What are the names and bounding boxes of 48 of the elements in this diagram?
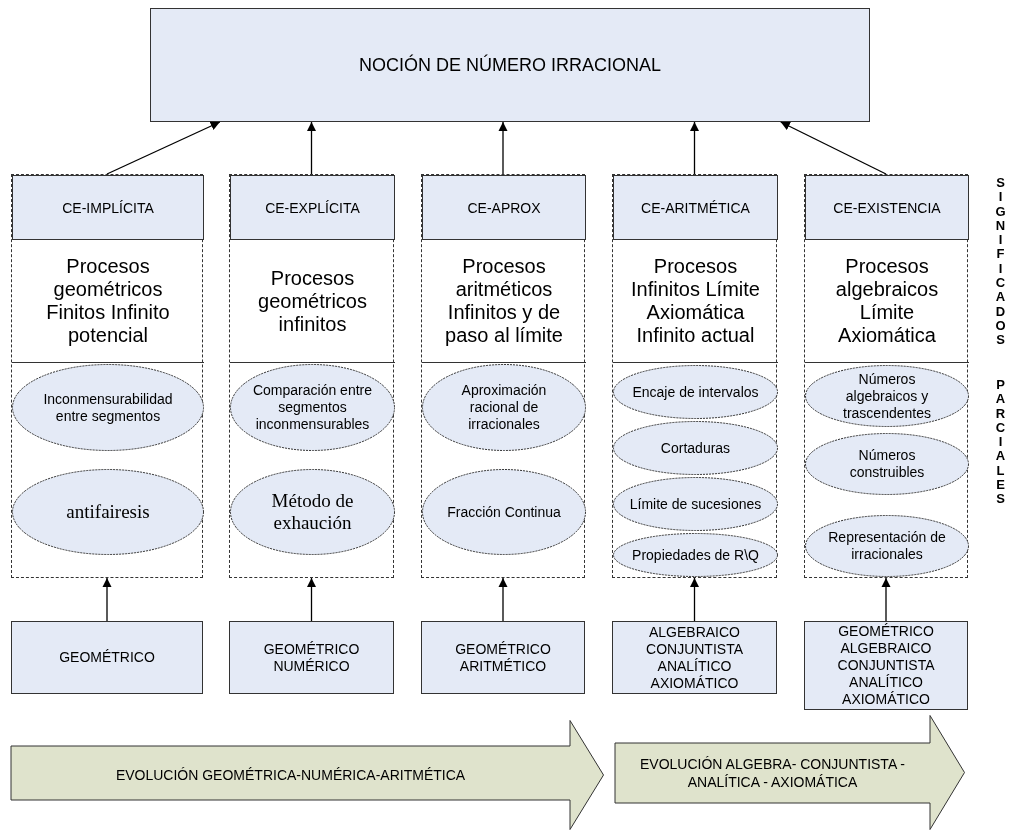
vertical-label: PARCIALES (995, 378, 1007, 507)
arrow (498, 577, 508, 622)
ellipse-node: Fracción Continua (422, 469, 586, 555)
text-band: Procesos geométricos infinitos (230, 240, 395, 363)
ellipse-node: antifairesis (12, 469, 204, 555)
text-band: Procesos Infinitos Límite Axiomática Infinito actual (613, 240, 778, 363)
ellipse-node: Límite de sucesiones (613, 477, 778, 531)
text-band: Procesos aritméticos Infinitos y de paso al límite (422, 240, 586, 363)
ellipse-node: Aproximación racional de irracionales (422, 364, 586, 451)
ellipse-node: Números algebraicos y trascendentes (805, 365, 969, 427)
arrow (780, 121, 887, 175)
dashed-column-box (804, 174, 968, 578)
arrow (881, 577, 891, 622)
arrow (102, 577, 112, 622)
arrow (689, 577, 700, 622)
ellipse-node: Representación de irracionales (805, 515, 969, 577)
title-box: NOCIÓN DE NÚMERO IRRACIONAL (150, 8, 870, 122)
process-box: GEOMÉTRICO NUMÉRICO (229, 621, 394, 694)
dashed-column-box (421, 174, 585, 578)
process-box: ALGEBRAICO CONJUNTISTA ANALÍTICO AXIOMÁTICO (612, 621, 777, 694)
header-box: CE-EXISTENCIA (805, 175, 969, 240)
process-box: GEOMÉTRICO ALGEBRAICO CONJUNTISTA ANALÍTICO AXIOMÁTICO (804, 621, 968, 710)
arrow (689, 121, 700, 175)
arrow (498, 121, 508, 175)
ellipse-node: Método de exhaución (230, 469, 395, 555)
ellipse-node: Números construibles (805, 433, 969, 495)
ellipse-node: Cortaduras (613, 421, 778, 475)
header-box: CE-ARITMÉTICA (613, 175, 778, 240)
process-box: GEOMÉTRICO ARITMÉTICO (421, 621, 585, 694)
arrow (306, 121, 317, 175)
arrow (306, 577, 317, 622)
ellipse-node: Inconmensurabilidad entre segmentos (12, 364, 204, 451)
arrow (106, 121, 221, 175)
ellipse-node: Comparación entre segmentos inconmensurables (230, 364, 395, 451)
ellipse-node: Propiedades de R\Q (613, 533, 778, 577)
dashed-column-box (612, 174, 777, 578)
vertical-label: SIGNIFICADOS (995, 176, 1007, 348)
dashed-column-box (11, 174, 203, 578)
text-band: Procesos algebraicos Límite Axiomática (805, 240, 969, 363)
header-box: CE-EXPLÍCITA (230, 175, 395, 240)
header-box: CE-IMPLÍCITA (12, 175, 204, 240)
phase-banner: EVOLUCIÓN GEOMÉTRICA-NUMÉRICA-ARITMÉTICA (11, 720, 604, 830)
phase-banner: EVOLUCIÓN ALGEBRA- CONJUNTISTA - ANALÍTICA - AXIOMÁTICA (615, 715, 965, 830)
header-box: CE-APROX (422, 175, 586, 240)
ellipse-node: Encaje de intervalos (613, 365, 778, 419)
text-band: Procesos geométricos Finitos Infinito potencial (12, 240, 204, 363)
process-box: GEOMÉTRICO (11, 621, 203, 694)
dashed-column-box (229, 174, 394, 578)
